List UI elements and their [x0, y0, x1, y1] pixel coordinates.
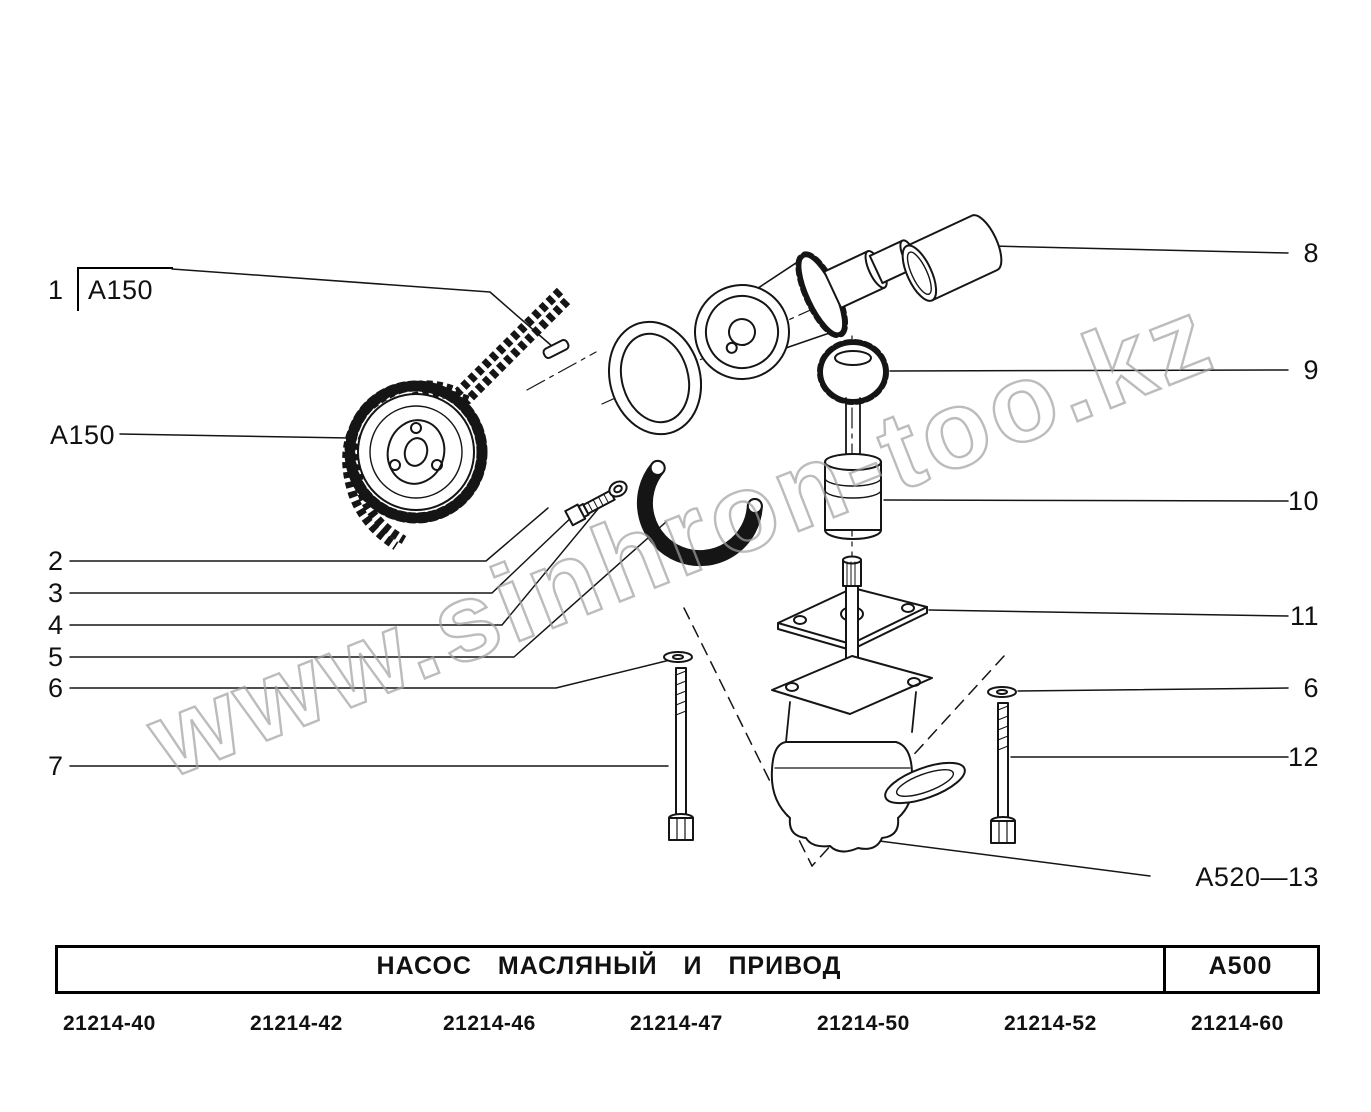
table-code-separator — [1163, 945, 1166, 994]
table-border-middle — [55, 991, 1320, 994]
callout-label-1: 1 — [48, 275, 64, 305]
callout-label-11: 11 — [1289, 601, 1319, 631]
table-border-right — [1317, 945, 1320, 994]
bolt-long-right — [990, 702, 1016, 844]
table-code: A500 — [1208, 952, 1273, 980]
callout-ref-a150-top: A150 — [88, 275, 154, 305]
drive-gear — [817, 339, 889, 405]
washer-left — [663, 651, 693, 663]
callout-label-a150: A150 — [50, 420, 116, 450]
bolt-long-left — [668, 667, 694, 841]
callout-1-box-vline — [77, 267, 79, 311]
callout-label-10: 10 — [1287, 486, 1319, 516]
callout-label-8: 8 — [1303, 238, 1319, 268]
callout-label-12: 12 — [1287, 742, 1319, 772]
callout-label-3: 3 — [48, 578, 64, 608]
callout-label-a520-13: A520—13 — [1195, 862, 1319, 892]
callout-label-6-right: 6 — [1303, 673, 1319, 703]
bushing — [901, 214, 1003, 302]
mount-bracket — [636, 459, 763, 567]
model-cell-2: 21214-42 — [250, 1012, 343, 1035]
table-title: НАСОС МАСЛЯНЫЙ И ПРИВОД — [376, 952, 842, 980]
model-cell-1: 21214-40 — [63, 1012, 156, 1035]
model-cell-6: 21214-52 — [1004, 1012, 1097, 1035]
washer-small — [608, 480, 628, 498]
pump-drive-assembly — [694, 239, 919, 380]
oil-pickup-strainer — [884, 761, 966, 805]
callout-label-7: 7 — [48, 751, 64, 781]
oil-pump-body — [770, 655, 966, 853]
callout-1-box-hline — [77, 267, 173, 269]
table-border-left — [55, 945, 58, 994]
callout-label-2: 2 — [48, 546, 64, 576]
pump-drive-housing — [607, 320, 703, 436]
model-cell-4: 21214-47 — [630, 1012, 723, 1035]
leader-lines — [69, 245, 1289, 877]
camshaft-sprocket — [344, 380, 488, 524]
model-cell-3: 21214-46 — [443, 1012, 536, 1035]
table-border-top — [55, 945, 1320, 948]
callout-label-9: 9 — [1303, 355, 1319, 385]
callout-label-5: 5 — [48, 642, 64, 672]
washer-right — [987, 686, 1017, 698]
callout-label-6-left: 6 — [48, 673, 64, 703]
model-cell-5: 21214-50 — [817, 1012, 910, 1035]
dowel-pin — [542, 339, 570, 359]
gear-shaft — [824, 397, 882, 540]
model-cell-7: 21214-60 — [1191, 1012, 1284, 1035]
callout-label-4: 4 — [48, 610, 64, 640]
